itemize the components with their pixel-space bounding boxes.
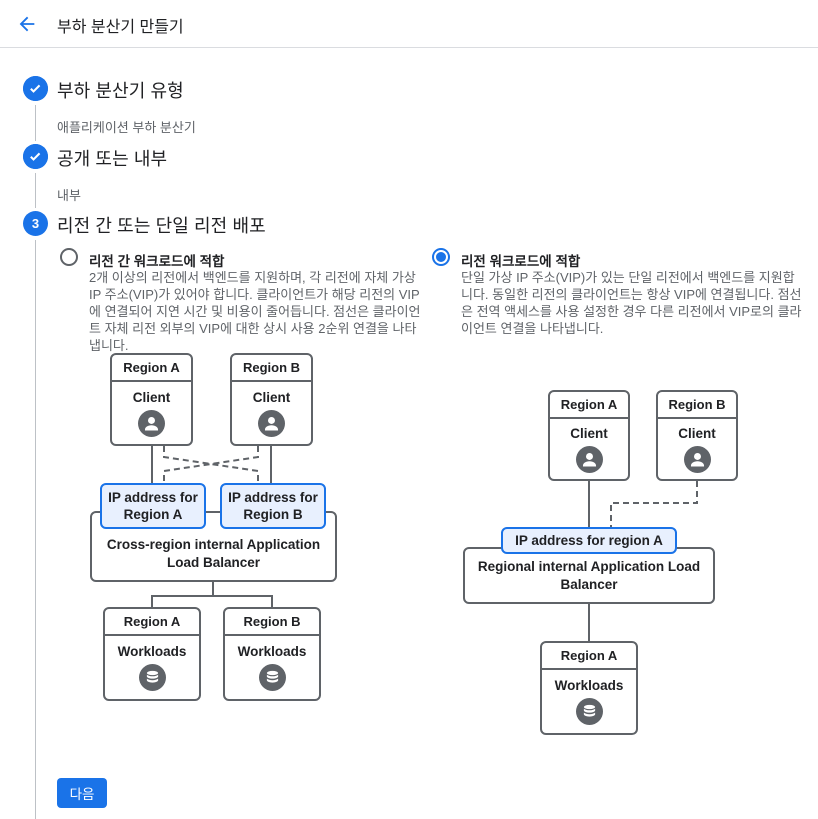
radio-regional-workloads[interactable] (432, 248, 450, 266)
client-label: Client (132, 389, 171, 405)
radio-cross-region-workloads[interactable] (60, 248, 78, 266)
person-icon (683, 445, 711, 473)
ip-address-region-a-box: IP address for Region A (100, 483, 206, 529)
option-regional-description: 단일 가상 IP 주소(VIP)가 있는 단일 리전에서 백엔드를 지원합니다.… (461, 270, 802, 336)
step1-subtitle: 애플리케이션 부하 분산기 (57, 120, 196, 135)
region-label: Region A (105, 609, 199, 636)
person-icon (258, 409, 285, 437)
step-connector (35, 105, 36, 141)
database-icon (138, 664, 166, 691)
region-label: Region B (225, 609, 319, 636)
workloads-label: Workloads (554, 678, 624, 693)
option-cross-region-title[interactable]: 리전 간 워크로드에 적합 (89, 254, 225, 269)
client-label: Client (252, 389, 291, 405)
workloads-box-region-b: Region B Workloads (223, 607, 321, 701)
option-cross-region-description: 2개 이상의 리전에서 백엔드를 지원하며, 각 리전에 자체 가상 IP 주소… (89, 270, 421, 353)
option-regional-title[interactable]: 리전 워크로드에 적합 (461, 254, 581, 269)
step1-complete-icon (23, 76, 48, 101)
person-icon (575, 445, 603, 473)
client-box-region-b: Region B Client (656, 390, 738, 481)
ip-address-region-b-box: IP address for Region B (220, 483, 326, 529)
database-icon (258, 664, 286, 691)
arrow-back-icon (16, 13, 40, 35)
client-box-region-a: Region A Client (110, 353, 193, 446)
client-box-region-b: Region B Client (230, 353, 313, 446)
page-title: 부하 분산기 만들기 (57, 19, 184, 36)
database-icon (575, 698, 603, 725)
region-label: Region A (550, 392, 628, 419)
person-icon (138, 409, 165, 437)
ip-address-region-a-box: IP address for region A (501, 527, 677, 554)
workloads-box-region-a: Region A Workloads (540, 641, 638, 735)
client-box-region-a: Region A Client (548, 390, 630, 481)
step1-title: 부하 분산기 유형 (57, 81, 184, 101)
workloads-box-region-a: Region A Workloads (103, 607, 201, 701)
step2-title: 공개 또는 내부 (57, 149, 168, 169)
back-button[interactable] (14, 10, 42, 38)
step2-subtitle: 내부 (57, 188, 81, 203)
region-label: Region A (542, 643, 636, 670)
workloads-label: Workloads (117, 644, 187, 659)
next-button[interactable]: 다음 (57, 778, 107, 808)
client-label: Client (570, 425, 608, 441)
client-label: Client (678, 425, 716, 441)
region-label: Region A (112, 355, 191, 382)
app-header: 부하 분산기 만들기 (0, 0, 818, 48)
regional-load-balancer-box: Regional internal Application Load Balan… (463, 547, 715, 604)
region-label: Region B (658, 392, 736, 419)
workloads-label: Workloads (237, 644, 307, 659)
step-connector (35, 240, 36, 819)
cross-region-load-balancer-box: Cross-region internal Application Load B… (90, 511, 337, 582)
step-connector (35, 173, 36, 208)
step2-complete-icon (23, 144, 48, 169)
region-label: Region B (232, 355, 311, 382)
step3-title: 리전 간 또는 단일 리전 배포 (57, 216, 266, 236)
step3-number-badge: 3 (23, 211, 48, 236)
